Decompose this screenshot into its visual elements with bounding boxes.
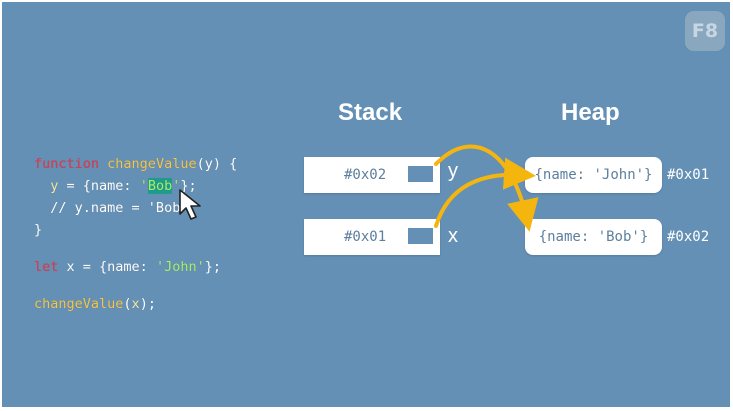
call-close: ); bbox=[139, 296, 156, 312]
string-quote-close: ' bbox=[172, 178, 181, 194]
function-name: changeValue bbox=[107, 156, 197, 172]
code-line-4: } bbox=[34, 219, 237, 241]
assign-eq: = {name: bbox=[58, 178, 140, 194]
mouse-pointer-icon bbox=[179, 189, 201, 220]
heap-address: #0x01 bbox=[667, 167, 710, 183]
stack-var-y: y bbox=[448, 160, 458, 182]
let-rest: x = {name: bbox=[58, 259, 156, 275]
comment-slashes: // bbox=[50, 200, 67, 216]
reference-arrows bbox=[434, 144, 539, 232]
code-line-6: changeValue(x); bbox=[34, 293, 237, 315]
code-block: function changeValue(y) { y = {name: 'Bo… bbox=[34, 153, 237, 315]
assign-var: y bbox=[50, 178, 59, 194]
stack-cell-x: #0x01 bbox=[304, 219, 440, 255]
assign-end: }; bbox=[180, 178, 197, 194]
heap-object-bob: {name: 'Bob'} bbox=[525, 219, 662, 255]
call-name: changeValue bbox=[34, 296, 124, 312]
selected-text: Bob bbox=[147, 178, 173, 194]
code-line-3: // y.name = 'Bob bbox=[34, 197, 237, 219]
stack-address: #0x01 bbox=[344, 229, 387, 245]
stack-pointer-slot bbox=[408, 166, 433, 182]
function-keyword: function bbox=[34, 156, 100, 172]
string-quote-open: ' bbox=[139, 178, 148, 194]
stack-address: #0x02 bbox=[344, 167, 387, 183]
arrow-x-to-john bbox=[434, 157, 536, 228]
f8-logo: F8 bbox=[685, 11, 725, 51]
heap-address: #0x02 bbox=[667, 229, 710, 245]
call-open: ( bbox=[123, 296, 132, 312]
stack-pointer-slot bbox=[408, 228, 433, 244]
comment-text: y.name = 'Bob bbox=[66, 200, 181, 216]
close-brace: } bbox=[34, 222, 43, 238]
code-line-5: let x = {name: 'John'}; bbox=[34, 256, 237, 278]
slide: F8 function changeValue(y) { y = {name: … bbox=[2, 2, 730, 407]
heap-title: Heap bbox=[561, 99, 620, 126]
heap-object-john: {name: 'John'} bbox=[525, 157, 662, 193]
let-keyword: let bbox=[34, 259, 59, 275]
code-line-1: function changeValue(y) { bbox=[34, 153, 237, 175]
stack-cell-y: #0x02 bbox=[304, 157, 440, 193]
stack-title: Stack bbox=[338, 99, 403, 126]
arrow-y-to-bob bbox=[434, 144, 539, 232]
let-string: 'John' bbox=[155, 259, 205, 275]
let-end: }; bbox=[204, 259, 221, 275]
call-arg: x bbox=[131, 296, 140, 312]
function-params: (y) { bbox=[196, 156, 238, 172]
code-line-2: y = {name: 'Bob'}; bbox=[34, 175, 237, 197]
stack-var-x: x bbox=[448, 225, 458, 247]
